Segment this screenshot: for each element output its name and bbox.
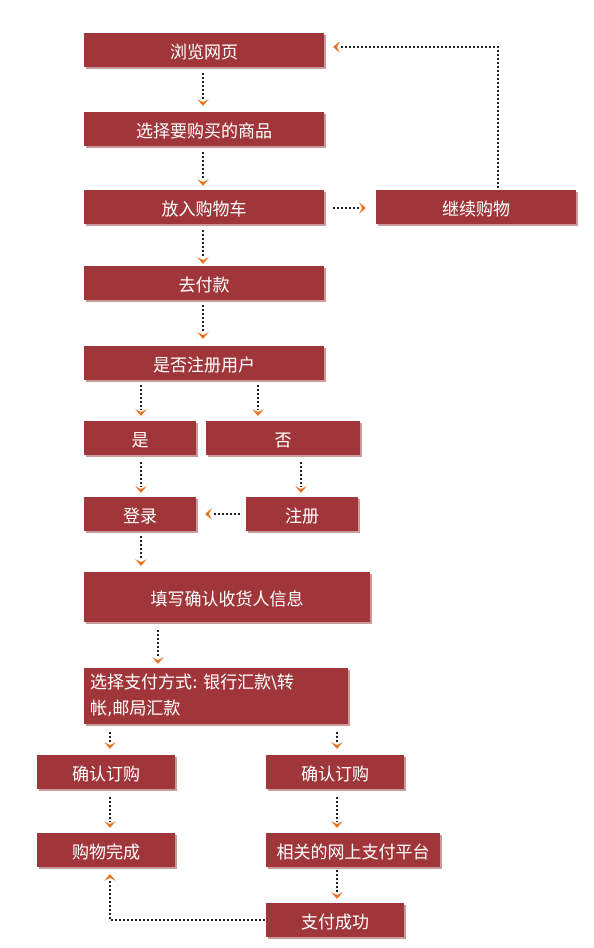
node-browse-label: 浏览网页 [170,42,238,63]
node-confirm-order-right: 确认订购 [266,755,404,789]
arrowhead [295,486,307,493]
node-yes-label: 是 [131,430,149,451]
node-purchase-done-label: 购物完成 [72,842,140,863]
arrowhead [197,332,209,339]
node-payment-method-label: 选择支付方式: 银行汇款\转 帐,邮局汇款 [90,673,294,719]
arrowhead [359,202,366,214]
node-register-label: 注册 [285,506,319,527]
node-continue-shopping-label: 继续购物 [442,199,510,220]
arrowhead [135,486,147,493]
node-login-label: 登录 [123,506,157,527]
node-checkout-label: 去付款 [178,275,230,296]
node-login: 登录 [84,497,196,531]
arrowhead [104,742,116,749]
node-is-registered: 是否注册用户 [84,346,324,380]
arrowhead [104,874,116,881]
node-register: 注册 [246,497,358,531]
node-confirm-order-left: 确认订购 [37,755,175,789]
arrowhead [205,508,212,520]
arrowhead [197,99,209,106]
node-payment-success-label: 支付成功 [301,912,369,933]
arrowhead [197,179,209,186]
arrowhead [331,821,343,828]
node-purchase-done: 购物完成 [37,833,175,867]
node-yes: 是 [84,421,196,455]
node-checkout: 去付款 [84,266,324,300]
node-online-payment-label: 相关的网上支付平台 [276,842,430,863]
node-payment-method: 选择支付方式: 银行汇款\转 帐,邮局汇款 [84,668,348,724]
arrowhead [135,409,147,416]
arrowhead [331,892,343,899]
arrowhead [152,657,164,664]
node-no-label: 否 [274,430,292,451]
arrowhead [197,257,209,264]
node-continue-shopping: 继续购物 [376,190,576,224]
arrowhead [333,41,340,53]
node-add-to-cart-label: 放入购物车 [161,199,247,220]
arrow-continue-to-browse [340,46,499,188]
node-payment-success: 支付成功 [266,903,404,937]
node-fill-info-label: 填写确认收货人信息 [150,589,304,610]
node-add-to-cart: 放入购物车 [84,190,324,224]
node-select-goods-label: 选择要购买的商品 [136,121,272,142]
arrowhead [252,409,264,416]
arrowhead [104,821,116,828]
node-confirm-order-left-label: 确认订购 [72,764,140,785]
node-fill-info: 填写确认收货人信息 [84,572,370,622]
arrowhead [331,742,343,749]
node-select-goods: 选择要购买的商品 [84,112,324,146]
node-confirm-order-right-label: 确认订购 [301,764,369,785]
node-browse: 浏览网页 [84,33,324,67]
node-no: 否 [206,421,360,455]
node-online-payment: 相关的网上支付平台 [266,833,440,867]
node-is-registered-label: 是否注册用户 [153,355,255,376]
arrowhead [135,559,147,566]
arrow-success-to-done [109,880,265,921]
